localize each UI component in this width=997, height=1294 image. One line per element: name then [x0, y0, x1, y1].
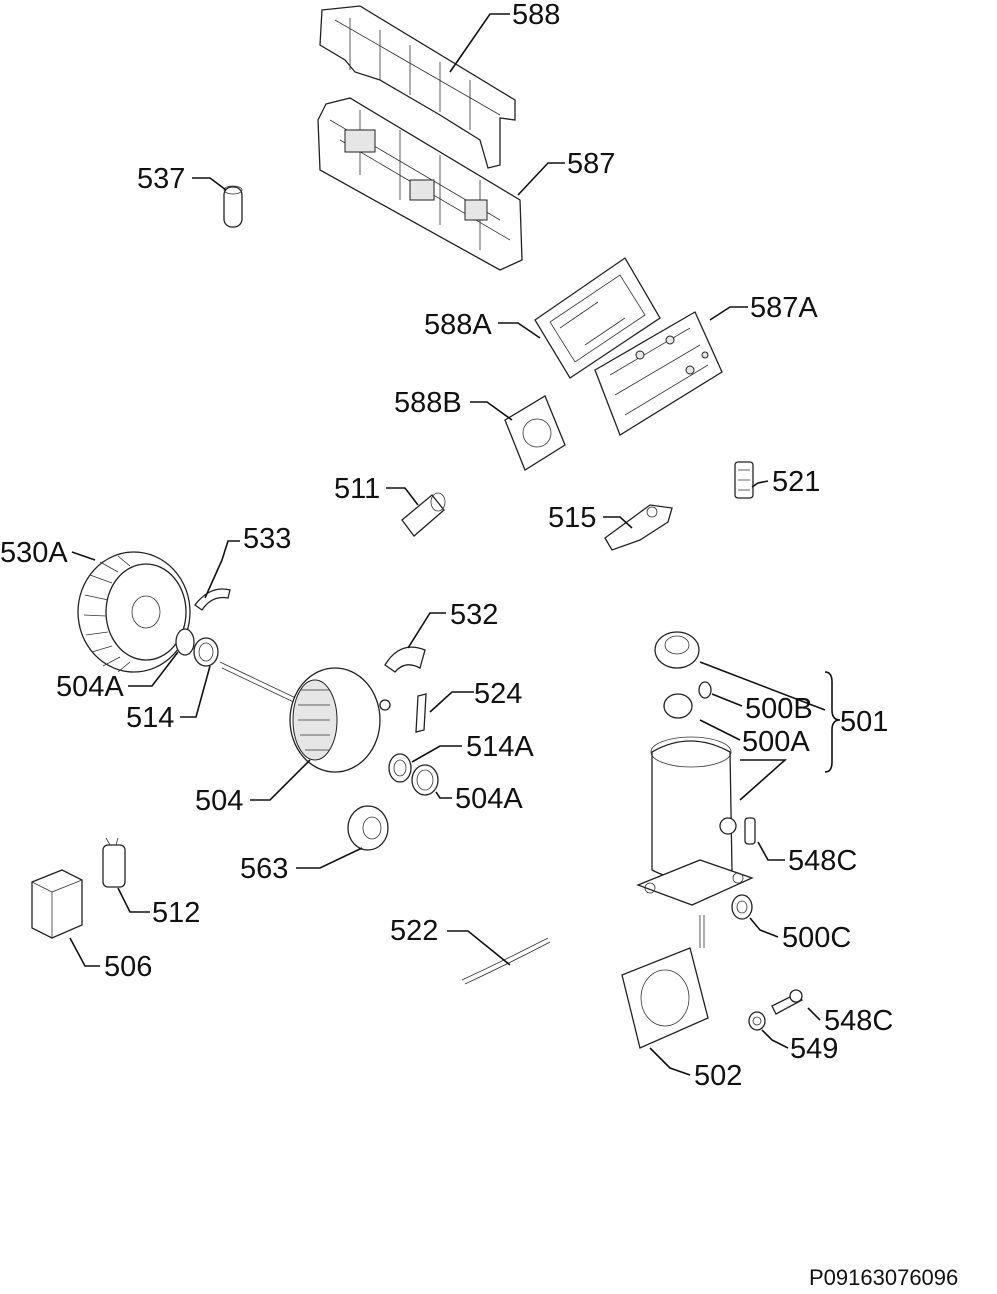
- label-587: 587: [567, 148, 615, 180]
- label-500b: 500B: [745, 693, 813, 725]
- label-514a: 514A: [466, 731, 534, 763]
- part-532-bracket: [384, 646, 426, 673]
- part-511-capacitor: [401, 492, 446, 537]
- part-588b-knob: [504, 395, 566, 471]
- part-587-board: [317, 97, 523, 271]
- label-504a-left: 504A: [56, 671, 124, 703]
- callout-labels: 588 587 537 588A 587A 588B 511 521 515 5…: [0, 0, 893, 1092]
- part-514-ring: [193, 637, 219, 667]
- group-501-brace: [824, 671, 841, 773]
- label-588: 588: [512, 0, 560, 31]
- drawing-code: P09163076096: [809, 1265, 958, 1290]
- label-588b: 588B: [394, 387, 462, 419]
- part-504-motor: [219, 661, 391, 773]
- label-563: 563: [240, 853, 288, 885]
- part-512-sensor: [102, 837, 126, 888]
- part-533-bracket: [194, 588, 231, 611]
- label-512: 512: [152, 897, 200, 929]
- part-549-nut: [748, 1011, 766, 1031]
- part-514a-ring: [388, 753, 412, 783]
- label-537: 537: [137, 163, 185, 195]
- label-502: 502: [694, 1060, 742, 1092]
- part-530a-fan-wheel: [77, 551, 191, 673]
- part-563-pulley: [347, 805, 389, 851]
- label-532: 532: [450, 599, 498, 631]
- part-504a-right-ring: [411, 764, 439, 796]
- part-537-plug: [223, 185, 243, 228]
- label-588a: 588A: [424, 309, 492, 341]
- label-500a: 500A: [742, 726, 810, 758]
- label-587a: 587A: [750, 292, 818, 324]
- label-501: 501: [840, 706, 888, 738]
- part-500b-cap: [654, 631, 700, 669]
- label-500c: 500C: [782, 922, 851, 954]
- label-514: 514: [126, 702, 174, 734]
- label-504: 504: [195, 785, 243, 817]
- part-504a-left-ring: [175, 628, 195, 656]
- part-500b-washer: [698, 681, 712, 699]
- label-506: 506: [104, 951, 152, 983]
- part-548c-bottom-bolt: [771, 989, 803, 1015]
- label-522: 522: [390, 915, 438, 947]
- label-515: 515: [548, 502, 596, 534]
- label-548c-top: 548C: [788, 845, 857, 877]
- label-549: 549: [790, 1033, 838, 1065]
- part-588-cover: [319, 5, 516, 169]
- part-588a-frame: [534, 257, 661, 379]
- label-521: 521: [772, 466, 820, 498]
- part-compressor-body: [636, 736, 754, 906]
- label-511: 511: [334, 473, 380, 505]
- part-524-pin: [415, 693, 427, 733]
- part-506-box: [31, 869, 83, 939]
- label-533: 533: [243, 523, 291, 555]
- label-548c-bottom: 548C: [824, 1005, 893, 1037]
- label-530a: 530A: [0, 537, 68, 569]
- part-515-switch: [604, 504, 673, 551]
- label-504a-right: 504A: [455, 783, 523, 815]
- part-548c-upper-pin: [719, 817, 756, 845]
- leader-lines: [69, 13, 826, 1076]
- part-587a-board: [594, 311, 723, 436]
- part-502-fan-box: [621, 915, 709, 1049]
- part-500c-grommet: [731, 894, 753, 920]
- label-524: 524: [474, 678, 522, 710]
- part-521-clip: [734, 461, 754, 499]
- part-500a-grommet: [663, 693, 693, 719]
